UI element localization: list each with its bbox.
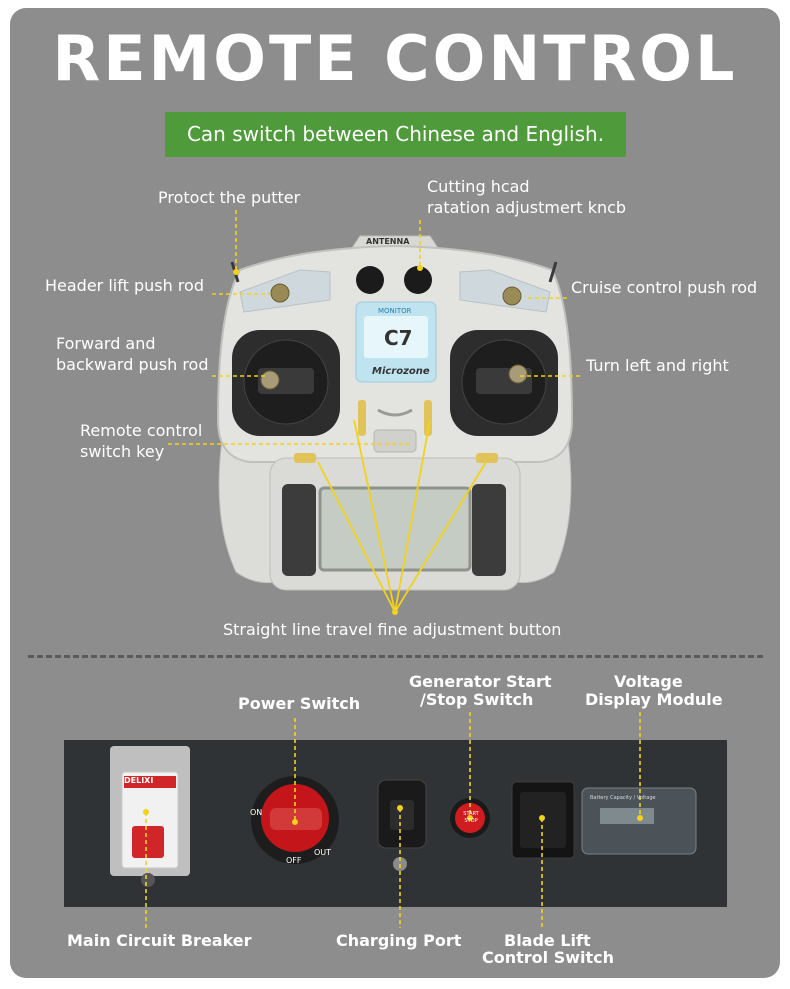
label-forward-2: backward push rod [56, 355, 209, 374]
voltage-lcd [600, 808, 654, 824]
breaker-brand-band [124, 776, 176, 788]
page-title: REMOTE CONTROL [52, 22, 738, 95]
label-cutting-head-2: ratation adjustmert kncb [427, 198, 627, 217]
breaker-screw [141, 873, 155, 887]
label-generator-1: Generator Start [409, 672, 552, 691]
label-forward-1: Forward and [56, 334, 156, 353]
model-text: C7 [384, 326, 413, 350]
breaker-lever [132, 826, 164, 858]
label-voltage-2: Display Module [585, 690, 723, 709]
label-cruise-control: Cruise control push rod [571, 278, 758, 297]
label-switch-key-1: Remote control [80, 421, 203, 440]
label-power-switch: Power Switch [238, 694, 361, 713]
power-switch-grip [270, 808, 322, 830]
lcd-screen [318, 486, 472, 572]
fine-adjust-lines [317, 419, 487, 613]
left-slider [294, 453, 316, 463]
label-fine-adjust: Straight line travel fine adjustment but… [223, 620, 562, 639]
header-lift-toggle [270, 283, 290, 303]
fine-adjust-dot [392, 609, 398, 615]
monitor-text: MONITOR [378, 307, 412, 315]
label-charging-port: Charging Port [336, 931, 462, 950]
right-stick [508, 364, 528, 384]
label-blade-lift-2: Control Switch [482, 948, 615, 967]
label-header-lift: Header lift push rod [45, 276, 204, 295]
label-switch-key-2: switch key [80, 442, 165, 461]
leader-lines-panel [145, 712, 641, 928]
language-banner: Can switch between Chinese and English. [165, 112, 626, 157]
right-putter-rod [548, 261, 558, 283]
label-turn: Turn left and right [586, 356, 729, 375]
left-knob [356, 266, 384, 294]
label-main-breaker: Main Circuit Breaker [67, 931, 252, 950]
panel-dots [143, 805, 643, 825]
left-button-column [282, 484, 316, 576]
section-divider [28, 655, 763, 658]
switch-key [373, 429, 417, 453]
label-generator-2: /Stop Switch [420, 690, 534, 709]
generator-button-text: START STOP [463, 811, 479, 824]
label-protect-putter: Protoct the putter [158, 188, 301, 207]
switch-off-text: OFF [286, 856, 302, 865]
switch-on-text: ON [250, 808, 263, 817]
switch-out-text: OUT [314, 848, 332, 857]
right-trim [424, 400, 432, 436]
label-voltage-1: Voltage [614, 672, 683, 691]
left-stick [260, 370, 280, 390]
antenna-text: ANTENNA [366, 237, 410, 246]
brand-text: Microzone [372, 366, 430, 377]
cruise-control-toggle [502, 286, 522, 306]
right-slider [476, 453, 498, 463]
right-knob [404, 266, 432, 294]
monitor-screen [364, 316, 428, 358]
breaker-brand-text: DELIXI [124, 776, 154, 785]
center-latch [377, 408, 413, 417]
leader-lines-remote [168, 210, 580, 445]
left-trim [358, 400, 366, 436]
label-blade-lift-1: Blade Lift [504, 931, 591, 950]
label-cutting-head-1: Cutting hcad [427, 177, 530, 196]
charging-port [390, 800, 414, 830]
dot-putter [233, 269, 239, 275]
voltage-module-text: Battery Capacity / Voltage [590, 795, 656, 801]
right-button-column [472, 484, 506, 576]
dot-knob [417, 265, 423, 271]
